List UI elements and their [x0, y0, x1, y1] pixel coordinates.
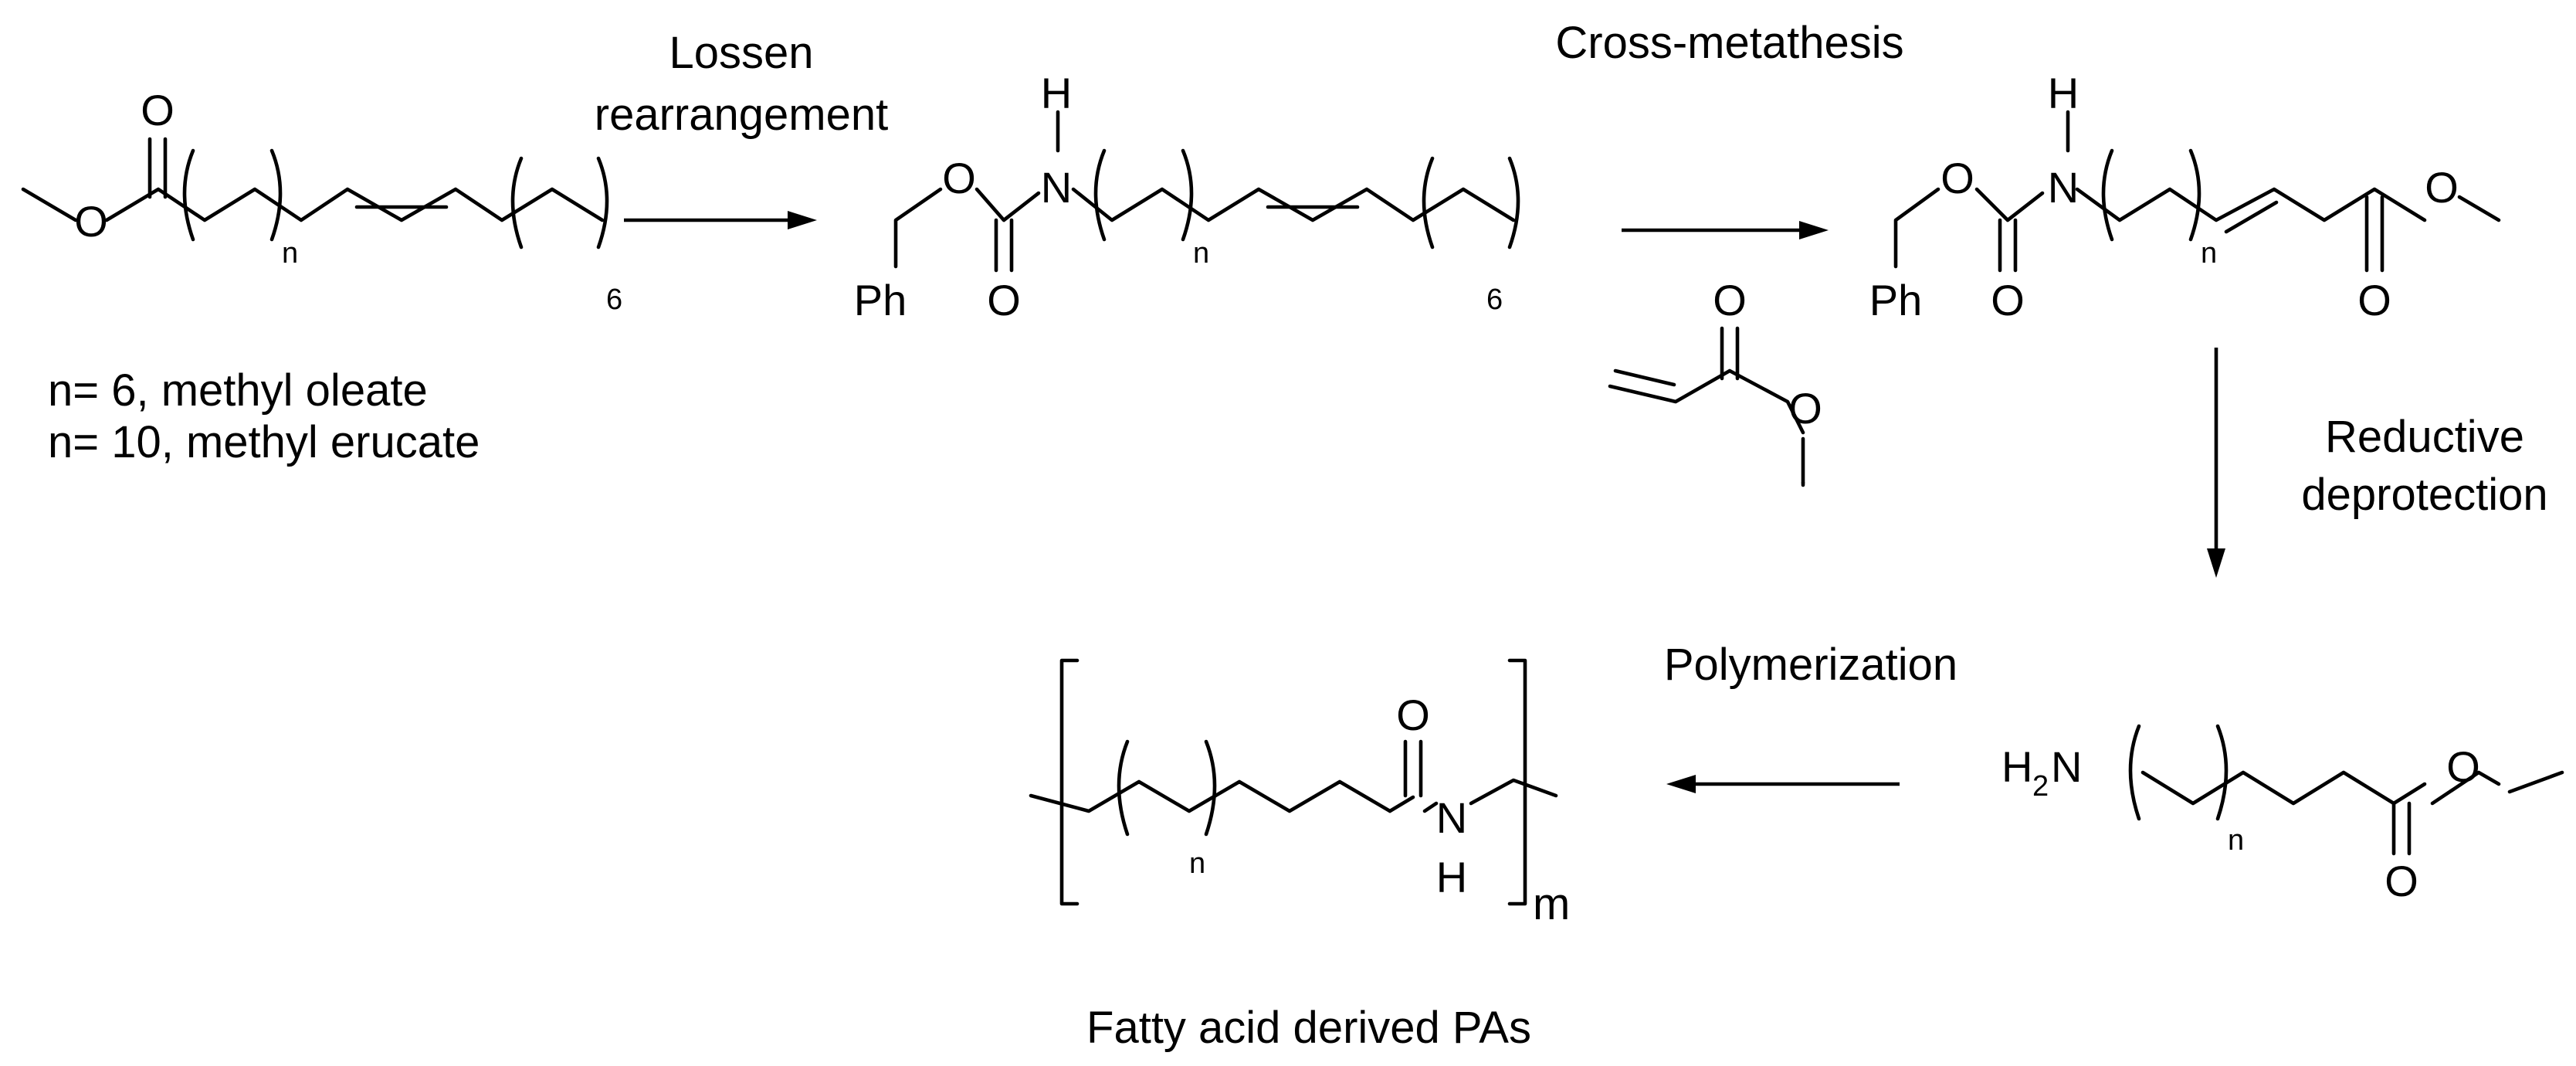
poly-subscript-n: n	[1189, 847, 1205, 880]
mol3-paren-n	[2101, 148, 2201, 242]
product-caption: Fatty acid derived PAs	[1086, 1003, 1531, 1053]
molecule-cbz-carbamate: Ph O O N H n 6	[854, 69, 1520, 324]
mol3-atom-o-ether: O	[1940, 154, 1974, 202]
mol4-atom-h: H	[2001, 742, 2032, 791]
mol4-paren-n	[2128, 724, 2229, 821]
mol4-carbonyl	[2391, 801, 2412, 856]
mol4-skeleton	[2140, 770, 2564, 806]
arrow-reductive-deprotection	[2207, 348, 2225, 578]
poly-paren-n	[1117, 739, 1217, 837]
mol4-atom-h-subscript: 2	[2032, 770, 2049, 803]
acrylate-vinyl-double	[1613, 368, 1676, 387]
acrylate-skeleton	[1608, 368, 1805, 487]
acrylate-atom-o-carbonyl: O	[1713, 276, 1747, 324]
molecule-fatty-ester: O O n 6	[21, 86, 622, 316]
mol3-skeleton	[1893, 187, 2501, 269]
mol2-paren-6	[1422, 156, 1520, 250]
mol2-atom-o-ether: O	[942, 154, 976, 202]
mol2-paren-n	[1093, 148, 1194, 242]
mol1-paren-n	[182, 148, 283, 242]
mol2-subscript-n: n	[1193, 237, 1209, 270]
mol1-subscript-6: 6	[606, 283, 622, 316]
mol1-skeleton	[21, 187, 605, 222]
mol4-atom-o-ester: O	[2446, 742, 2480, 791]
molecule-unsaturated-ester: Ph O O N H n O O	[1869, 69, 2501, 324]
mol3-atom-ph: Ph	[1869, 276, 1923, 324]
mol4-subscript-n: n	[2228, 824, 2244, 857]
mol3-atom-h: H	[2048, 69, 2079, 117]
poly-carbonyl	[1403, 739, 1423, 798]
cross-metathesis-label: Cross-metathesis	[1555, 18, 1903, 68]
poly-atom-h: H	[1436, 853, 1467, 901]
mol3-atom-n: N	[2048, 163, 2079, 212]
mol1-subscript-n: n	[282, 237, 298, 270]
poly-atom-o: O	[1396, 691, 1430, 739]
acrylate-carbonyl	[1720, 326, 1740, 381]
polymerization-label: Polymerization	[1664, 640, 1957, 690]
mol2-atom-o-carbonyl: O	[987, 276, 1021, 324]
reductive-label-line2: deprotection	[2301, 470, 2547, 520]
lossen-label-line1: Lossen	[669, 28, 813, 78]
reagent-methyl-acrylate: O O	[1608, 276, 1822, 487]
molecule-polyamide: O N H n m	[1029, 658, 1570, 929]
mol4-atom-o-carbonyl: O	[2384, 857, 2418, 905]
poly-subscript-m: m	[1533, 879, 1570, 929]
mol2-atom-ph: Ph	[854, 276, 907, 324]
arrow-polymerization	[1666, 775, 1900, 793]
poly-bracket-right	[1507, 658, 1527, 906]
mol3-subscript-n: n	[2201, 237, 2217, 270]
mol2-subscript-6: 6	[1486, 283, 1503, 316]
mol1-atom-o-carbonyl: O	[141, 86, 175, 134]
mol3-carbonyl	[1998, 195, 2384, 273]
mol2-atom-n: N	[1041, 163, 1072, 212]
poly-skeleton	[1029, 778, 1558, 813]
poly-skeleton-b	[1388, 795, 1415, 813]
mol2-atom-h: H	[1041, 69, 1072, 117]
acrylate-atom-o-ester: O	[1788, 384, 1822, 433]
molecule-amino-ester: H 2 N n O O	[2001, 724, 2564, 905]
mol3-trans-double-bond	[2224, 200, 2279, 234]
arrow-cross-metathesis	[1622, 221, 1829, 239]
mol3-atom-o-carbonyl: O	[1991, 276, 2025, 324]
mol1-carbonyl	[147, 137, 168, 199]
mol2-skeleton	[893, 187, 1516, 269]
starting-material-line2: n= 10, methyl erucate	[48, 417, 480, 467]
mol3-atom-o-ester-carbonyl: O	[2357, 276, 2391, 324]
mol3-atom-o-ester: O	[2425, 163, 2459, 212]
mol4-atom-n: N	[2051, 742, 2082, 791]
poly-bracket-left	[1059, 658, 1080, 906]
mol4-skeleton-b	[2391, 782, 2427, 806]
mol1-paren-6	[510, 156, 609, 250]
lossen-label-line2: rearrangement	[595, 90, 888, 140]
arrow-lossen	[624, 211, 817, 229]
starting-material-line1: n= 6, methyl oleate	[48, 365, 428, 416]
mol1-atom-o-ester: O	[74, 197, 108, 246]
reductive-label-line1: Reductive	[2325, 412, 2524, 462]
poly-atom-n: N	[1436, 793, 1467, 842]
mol2-carbonyl	[994, 218, 1014, 273]
